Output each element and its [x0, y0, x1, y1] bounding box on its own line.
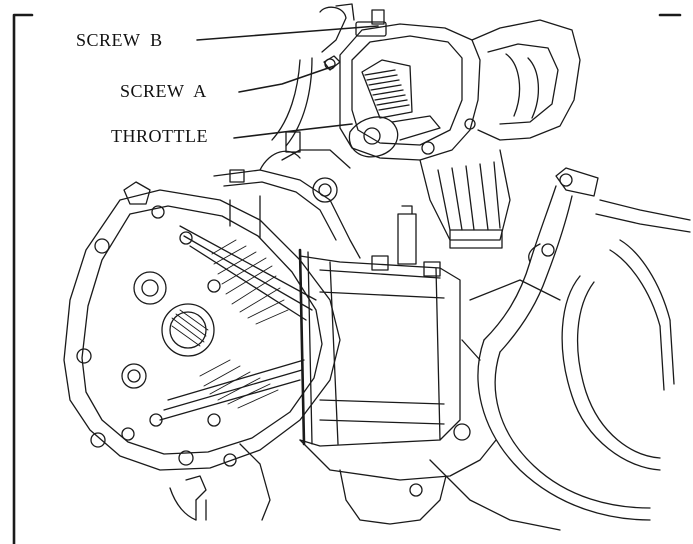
leader-throttle: [233, 123, 353, 139]
cylinder-block: [213, 169, 497, 525]
frame-and-exhaust: [429, 167, 691, 531]
label-screw-b: SCREW B: [76, 30, 163, 50]
frame-bracket: [12, 13, 682, 544]
leader-screw-a: [238, 65, 335, 93]
label-screw-a: SCREW A: [120, 81, 207, 101]
label-throttle: THROTTLE: [111, 126, 208, 146]
leader-screw-b: [196, 25, 379, 41]
leader-lines: [196, 25, 379, 139]
cylinder-head: [63, 181, 341, 521]
throttle-body: [259, 3, 581, 249]
